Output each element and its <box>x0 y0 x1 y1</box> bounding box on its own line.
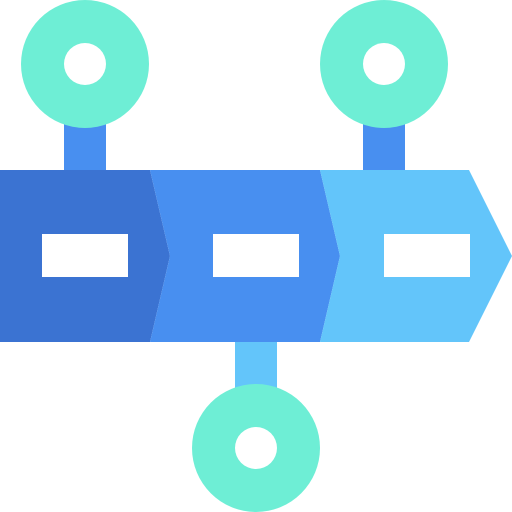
milestone-top-left-hole <box>64 43 106 85</box>
milestone-bottom-hole <box>235 427 277 469</box>
milestone-top-right-hole <box>363 43 405 85</box>
step-3-label-slot <box>384 234 470 277</box>
step-2-label-slot <box>213 234 299 277</box>
step-1-label-slot <box>42 234 128 277</box>
